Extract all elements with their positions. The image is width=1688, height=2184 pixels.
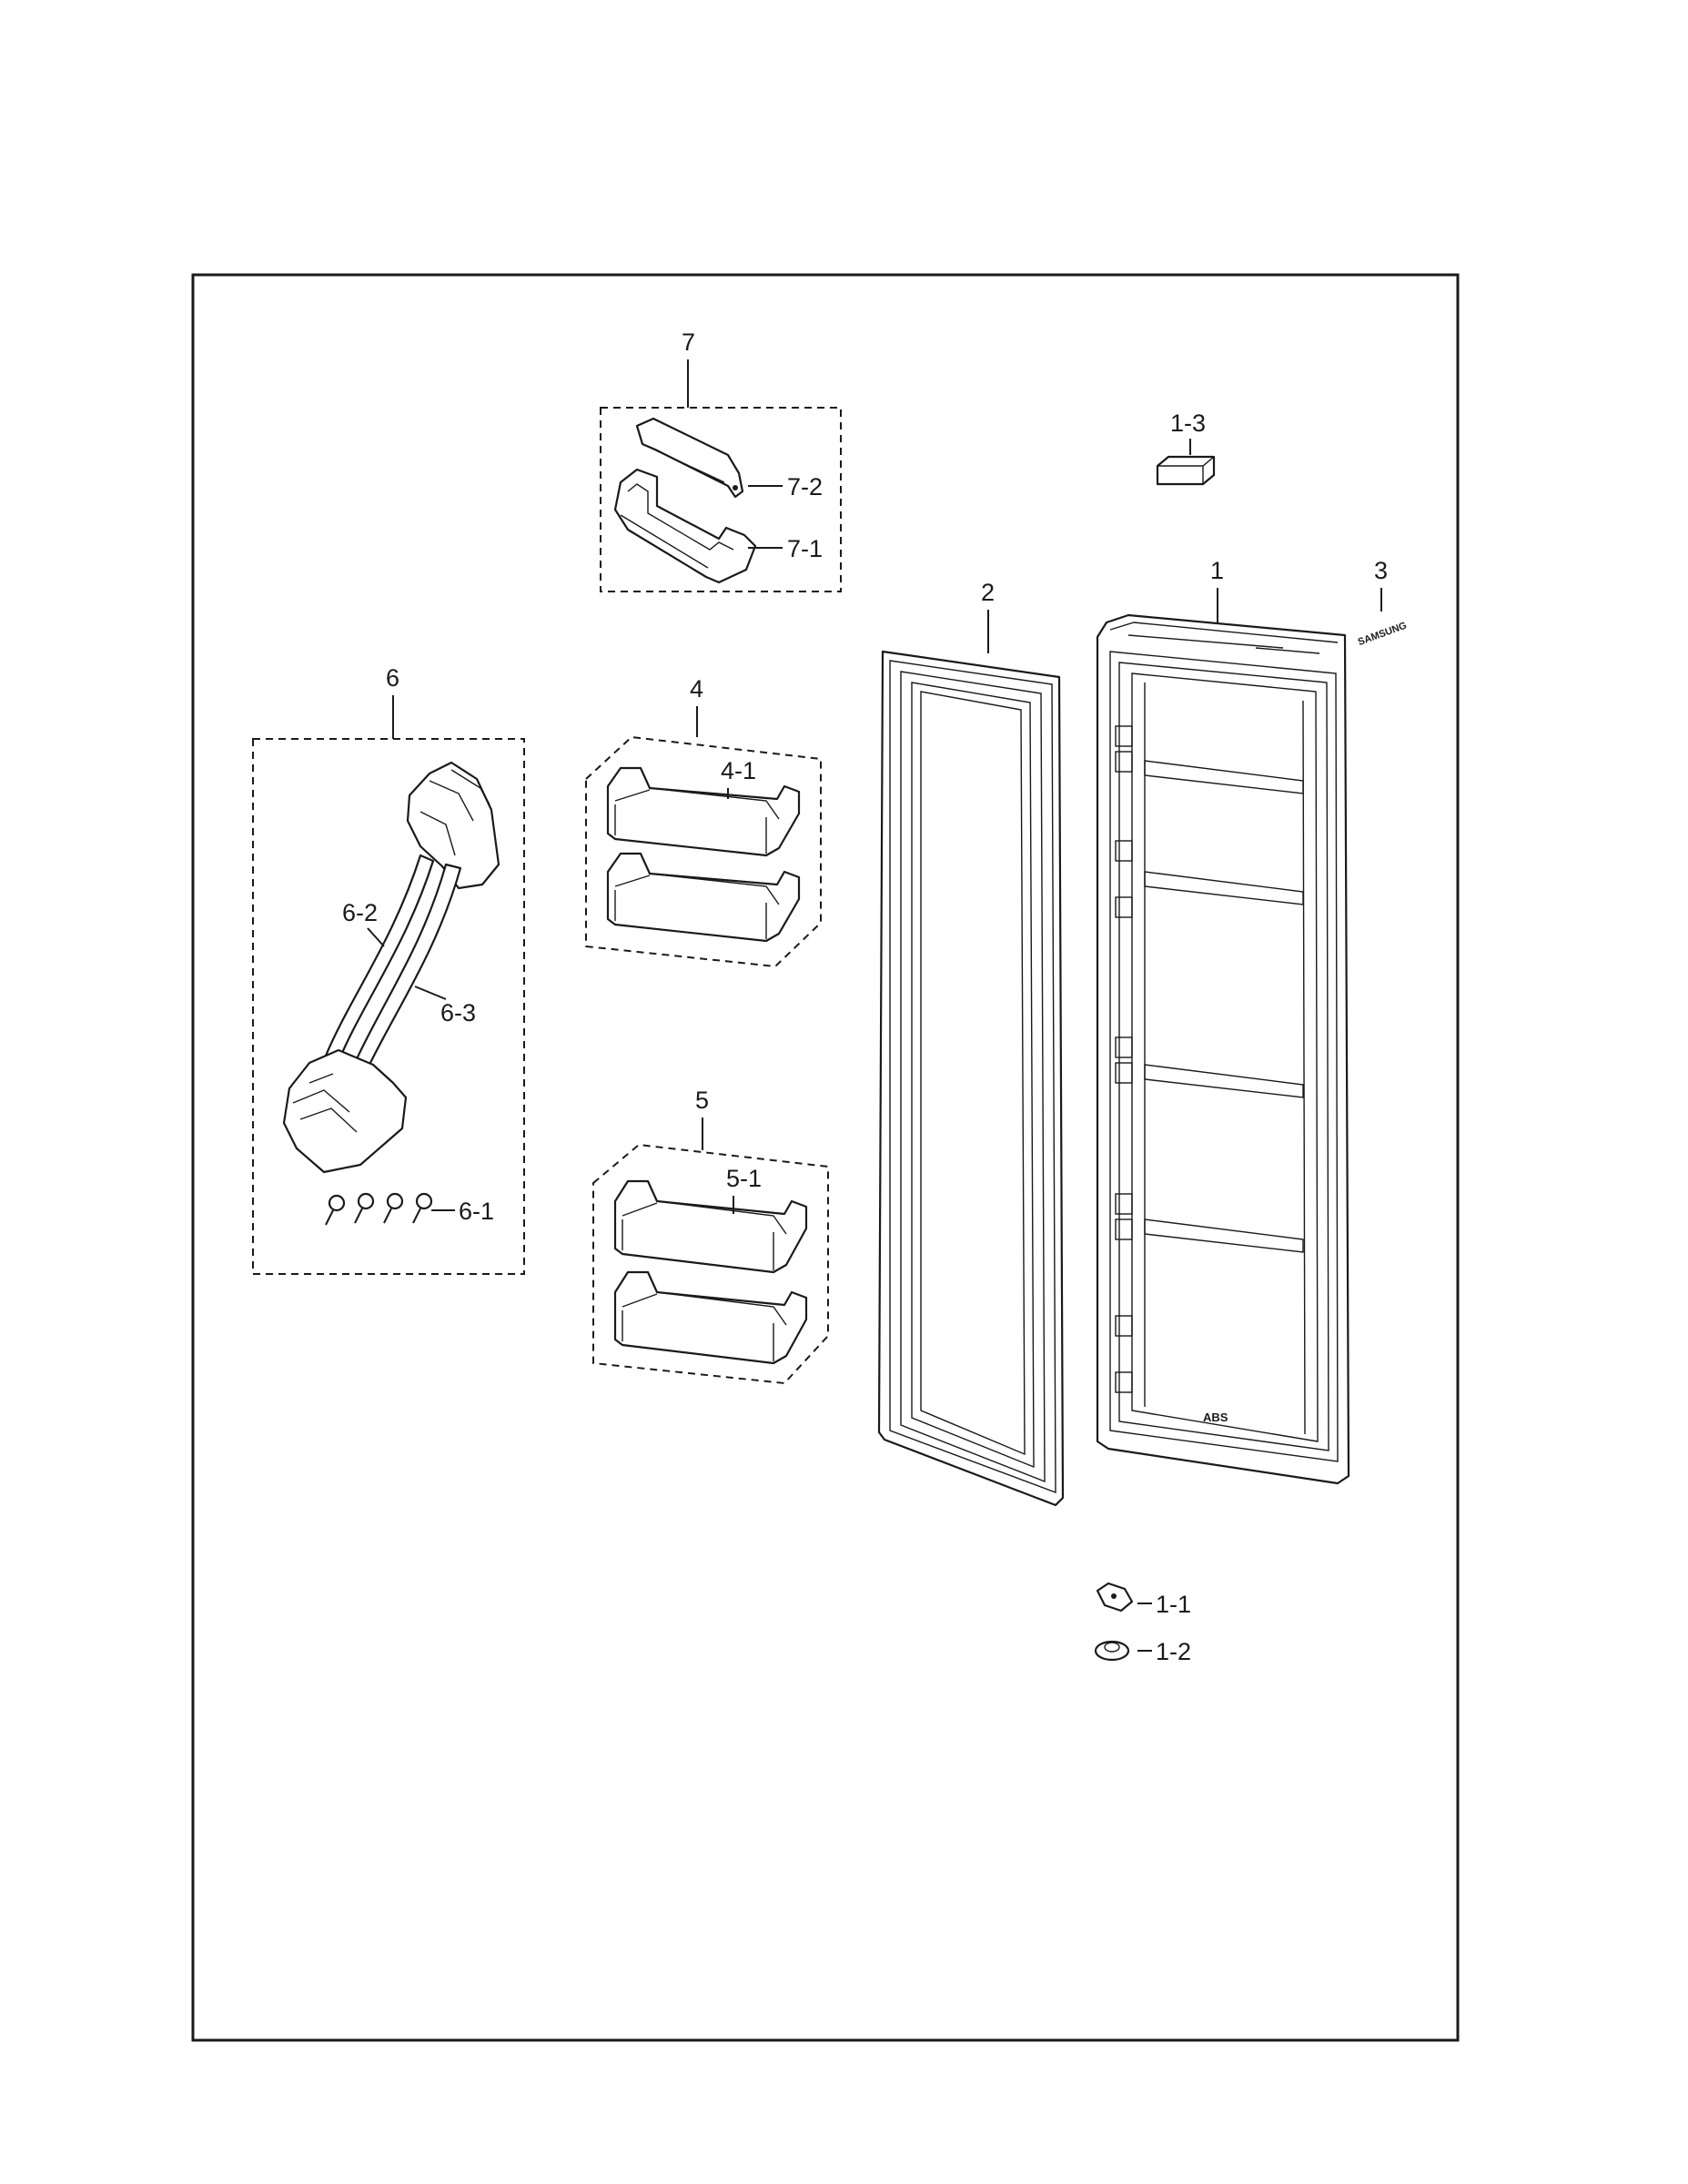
part-4-dashed-box xyxy=(585,735,822,968)
label-6-3: 6-3 xyxy=(440,999,476,1026)
handle-bottom-cap xyxy=(282,1048,408,1174)
label-1: 1 xyxy=(1210,557,1224,584)
part-5-1-bin xyxy=(613,1179,808,1274)
part-6-1-screws xyxy=(325,1192,433,1226)
label-4: 4 xyxy=(690,675,703,703)
part-4-assembly: 4 4-1 xyxy=(585,675,822,968)
part-1-3-block xyxy=(1156,455,1216,486)
label-7-2: 7-2 xyxy=(787,473,823,500)
label-4-1: 4-1 xyxy=(721,757,756,784)
label-5-1: 5-1 xyxy=(726,1165,762,1192)
label-6-1: 6-1 xyxy=(459,1198,494,1225)
label-6-2: 6-2 xyxy=(342,899,378,926)
label-1-2: 1-2 xyxy=(1156,1638,1191,1665)
part-1-3: 1-3 xyxy=(1156,410,1216,486)
part-4-1-bin-lower xyxy=(606,852,801,943)
label-2: 2 xyxy=(981,579,995,606)
part-2-gasket: 2 xyxy=(877,579,1065,1507)
door-outer-shell xyxy=(1096,613,1350,1485)
material-marking: ABS xyxy=(1203,1410,1228,1424)
label-1-1: 1-1 xyxy=(1156,1591,1191,1618)
label-6: 6 xyxy=(386,664,399,692)
part-7-assembly: 7 7-2 7-1 xyxy=(600,329,842,592)
part-7-1-bin xyxy=(613,468,757,584)
label-7: 7 xyxy=(682,329,695,356)
part-3-badge: 3 SAMSUNG xyxy=(1357,557,1409,648)
part-5-assembly: 5 5-1 xyxy=(592,1087,829,1385)
handle-top-cap xyxy=(406,761,500,890)
door-shelf-bar xyxy=(1144,760,1304,794)
door-shelf-bar xyxy=(1144,1218,1304,1253)
part-1-1-hinge: 1-1 xyxy=(1096,1582,1191,1618)
part-7-dashed-box xyxy=(600,407,842,592)
part-1-door: 1 ABS xyxy=(1096,557,1350,1485)
gasket-outer xyxy=(877,650,1065,1507)
label-3: 3 xyxy=(1374,557,1388,584)
door-shelf-bar xyxy=(1144,871,1304,905)
label-1-3: 1-3 xyxy=(1170,410,1206,437)
part-5-1-bin-lower xyxy=(613,1270,808,1365)
brand-marking: SAMSUNG xyxy=(1357,621,1409,649)
part-4-1-bin xyxy=(606,766,801,857)
door-shelf-bar xyxy=(1144,1064,1304,1098)
part-6-dashed-box xyxy=(252,738,525,1275)
part-6-assembly: 6 6-2 6-3 xyxy=(252,664,525,1275)
part-1-2-cap: 1-2 xyxy=(1094,1638,1191,1665)
label-7-1: 7-1 xyxy=(787,535,823,562)
label-5: 5 xyxy=(695,1087,709,1114)
diagram-frame xyxy=(191,273,1460,2042)
part-5-dashed-box xyxy=(592,1143,829,1385)
